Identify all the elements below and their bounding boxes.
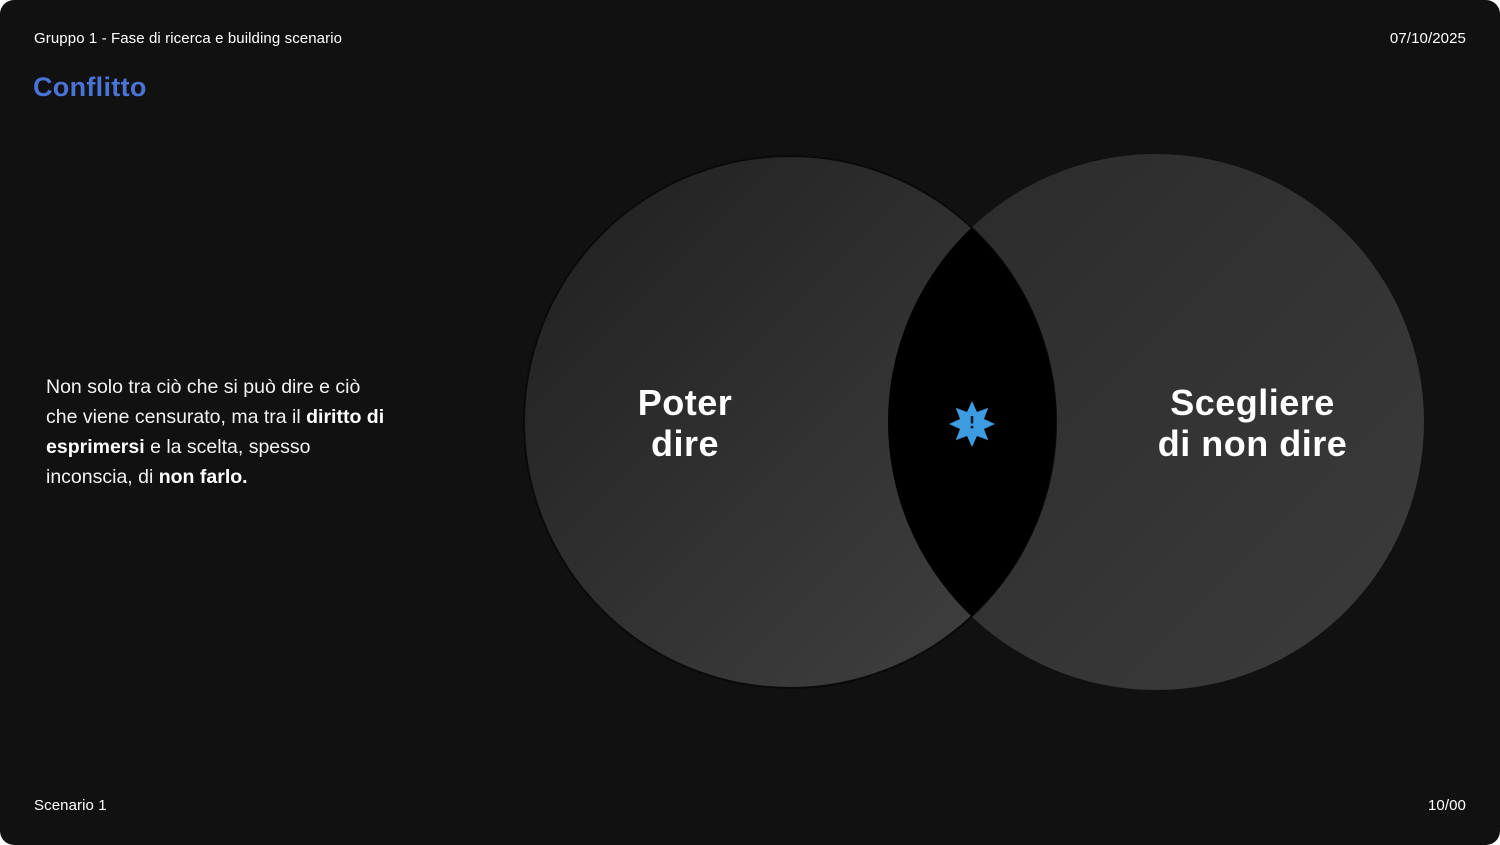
body-text-part-2: e la scelta, spesso inconscia, di bbox=[46, 436, 311, 488]
venn-label-left: Poter dire bbox=[585, 382, 785, 464]
header-project-title: Gruppo 1 - Fase di ricerca e building sc… bbox=[34, 30, 343, 47]
footer-scenario-label: Scenario 1 bbox=[34, 797, 107, 814]
venn-label-right-line1: Scegliere bbox=[1170, 382, 1335, 423]
venn-label-left-line2: dire bbox=[650, 423, 720, 464]
page-title: Conflitto bbox=[33, 72, 147, 102]
warning-star-icon bbox=[949, 401, 995, 447]
venn-label-right: Scegliere di non dire bbox=[1130, 382, 1375, 464]
body-bold-right-to-express: diritto di esprimersi bbox=[46, 406, 385, 458]
header-date: 07/10/2025 bbox=[1389, 30, 1466, 47]
venn-label-right-line2: di non dire bbox=[1157, 423, 1348, 464]
footer-page-number: 10/00 bbox=[1427, 797, 1466, 814]
venn-circle-right bbox=[888, 154, 1424, 690]
venn-label-left-line1: Poter bbox=[637, 382, 733, 423]
body-text-part-1: Non solo tra ciò che si può dire e ciò c… bbox=[46, 376, 361, 428]
body-bold-not-doing: non farlo. bbox=[158, 466, 248, 488]
body-paragraph: Non solo tra ciò che si può dire e ciò c… bbox=[46, 372, 386, 492]
